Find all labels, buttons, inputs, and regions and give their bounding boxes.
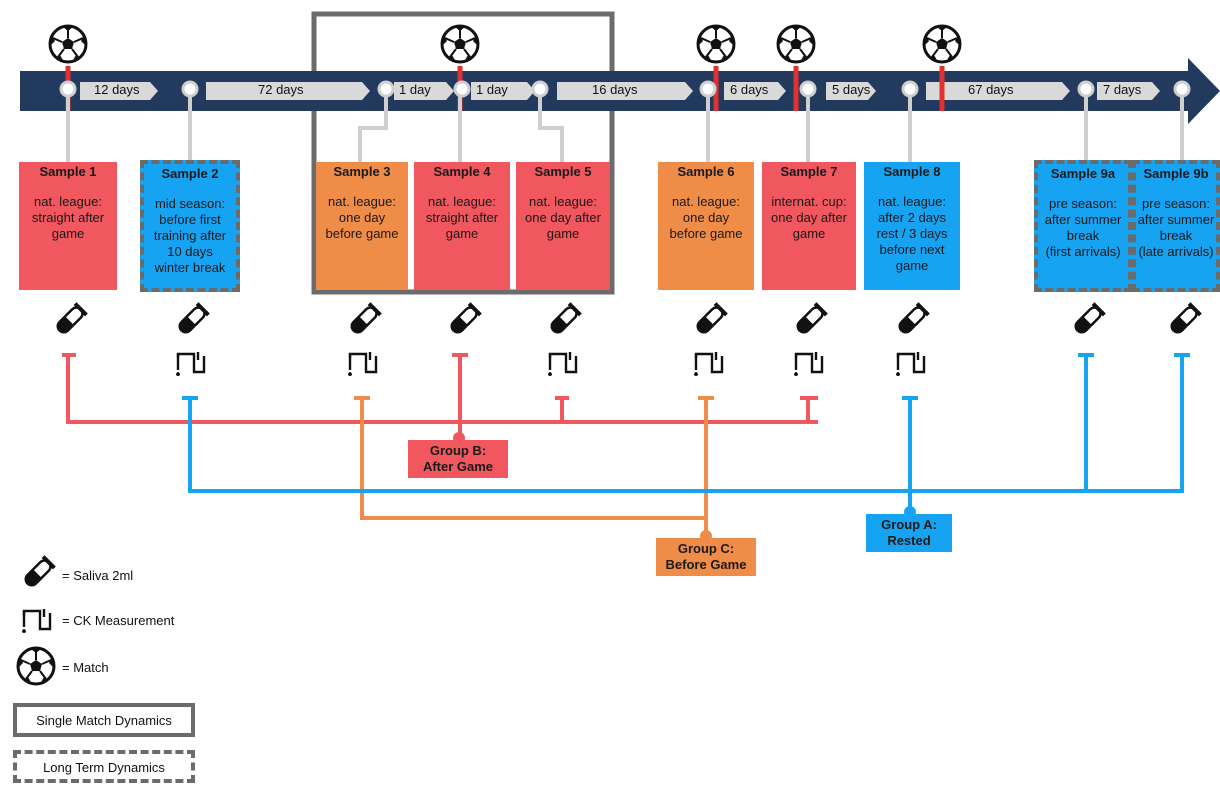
interval-label: 72 days [258, 82, 304, 97]
sample-description: pre season: after summer break (first ar… [1044, 196, 1122, 259]
group-c-box: Group C: Before Game [656, 538, 756, 576]
sample-box-1: Sample 1 nat. league: straight after gam… [19, 162, 117, 290]
legend-single-match-dynamics: Single Match Dynamics [13, 703, 195, 737]
legend-saliva-label: = Saliva 2ml [62, 568, 134, 583]
sample-box-4: Sample 4 nat. league: straight after gam… [414, 162, 510, 290]
sample-box-9a: Sample 9a pre season: after summer break… [1034, 160, 1132, 292]
legend-tap-icon [20, 607, 52, 635]
legend-match-label: = Match [62, 660, 109, 675]
sample-title: Sample 9a [1050, 166, 1116, 181]
group-b-connectors [62, 353, 818, 438]
sample-nodes [59, 80, 1191, 98]
sample-description: nat. league: one day after game [525, 194, 601, 241]
sample-title: Sample 2 [161, 166, 219, 181]
group-b-box: Group B: After Game [408, 440, 508, 478]
sample-title: Sample 4 [433, 164, 491, 179]
legend-ball-icon [16, 646, 56, 686]
sample-description: pre season: after summer break (late arr… [1137, 196, 1215, 259]
single-match-frame [311, 11, 615, 295]
sample-title: Sample 9b [1143, 166, 1209, 181]
sample-description: nat. league: straight after game [31, 194, 105, 241]
sample-connectors [66, 91, 1184, 164]
interval-label: 1 day [399, 82, 431, 97]
ck-measurement-icons [174, 350, 926, 378]
sample-description: nat. league: one day before game [669, 194, 743, 241]
group-a-connectors [182, 353, 1190, 512]
sample-box-8: Sample 8 nat. league: after 2 days rest … [864, 162, 960, 290]
sample-description: mid season: before first training after … [153, 196, 227, 275]
group-a-box: Group A: Rested [866, 514, 952, 552]
interval-label: 67 days [968, 82, 1014, 97]
sample-title: Sample 5 [534, 164, 592, 179]
interval-label: 12 days [94, 82, 140, 97]
legend-ck-label: = CK Measurement [62, 613, 175, 628]
sample-box-6: Sample 6 nat. league: one day before gam… [658, 162, 754, 290]
sample-box-3: Sample 3 nat. league: one day before gam… [316, 162, 408, 290]
interval-label: 5 days [832, 82, 871, 97]
sample-description: internat. cup: one day after game [771, 194, 847, 241]
interval-label: 6 days [730, 82, 769, 97]
sample-title: Sample 6 [677, 164, 735, 179]
legend-tube-icon [20, 553, 58, 591]
group-c-connectors [354, 396, 714, 538]
sample-title: Sample 3 [333, 164, 391, 179]
sample-title: Sample 7 [780, 164, 838, 179]
sample-box-7: Sample 7 internat. cup: one day after ga… [762, 162, 856, 290]
sample-description: nat. league: after 2 days rest / 3 days … [876, 194, 948, 273]
sample-box-9b: Sample 9b pre season: after summer break… [1132, 160, 1220, 292]
interval-label: 7 days [1103, 82, 1142, 97]
sample-description: nat. league: one day before game [325, 194, 399, 241]
sample-title: Sample 1 [39, 164, 97, 179]
saliva-tube-icons [52, 300, 1204, 338]
sample-title: Sample 8 [883, 164, 941, 179]
sample-box-2: Sample 2 mid season: before first traini… [140, 160, 240, 292]
interval-arrows [80, 82, 1160, 100]
legend-long-term-dynamics: Long Term Dynamics [13, 750, 195, 783]
sample-description: nat. league: straight after game [425, 194, 499, 241]
interval-label: 1 day [476, 82, 508, 97]
soccer-ball-icons [48, 24, 962, 64]
interval-label: 16 days [592, 82, 638, 97]
sample-box-5: Sample 5 nat. league: one day after game [516, 162, 610, 290]
